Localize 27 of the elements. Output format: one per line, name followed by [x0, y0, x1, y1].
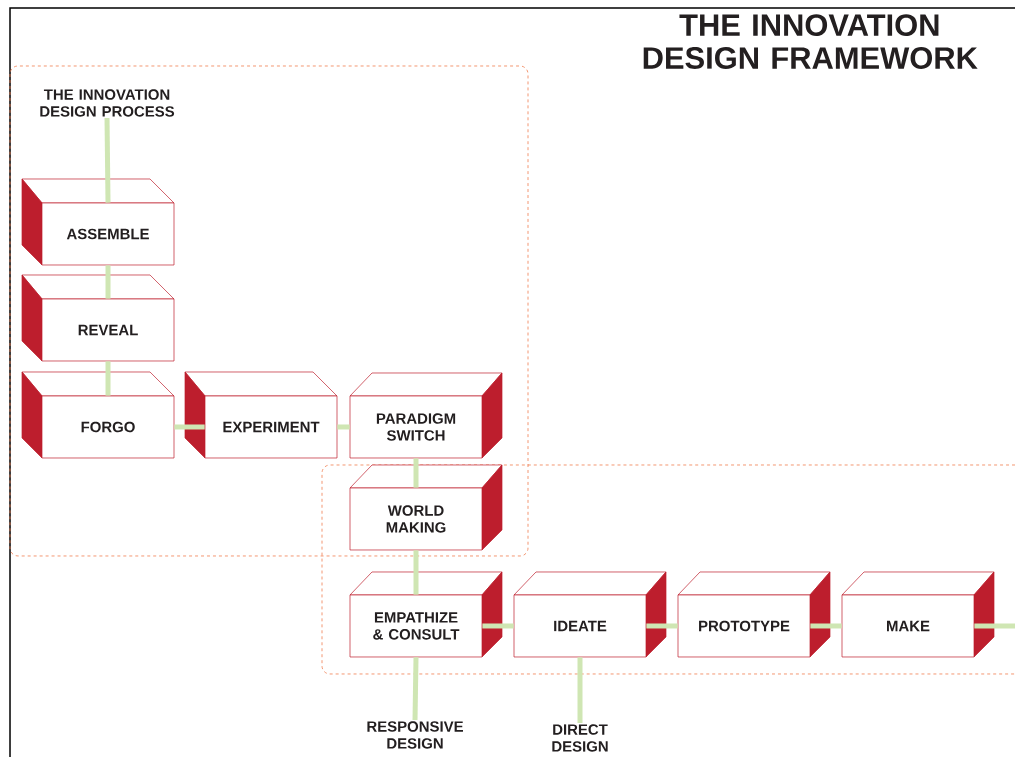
path-line [413, 550, 419, 595]
path-line [974, 623, 1015, 629]
cuboid-box: EXPERIMENT [184, 371, 338, 459]
cuboid-box: PARADIGM SWITCH [349, 372, 503, 459]
cuboid-box: FORGO [21, 371, 175, 459]
path-line [412, 657, 419, 721]
path-line [810, 623, 842, 629]
cuboid-box: IDEATE [513, 571, 667, 658]
path-line [104, 117, 111, 203]
path-line [577, 657, 583, 724]
cuboid-box: PROTOTYPE [677, 571, 831, 658]
cuboid-box: WORLD MAKING [349, 464, 503, 551]
cuboid-box: REVEAL [21, 274, 175, 362]
cuboid-box: MAKE [841, 571, 995, 658]
path-line [482, 623, 514, 629]
process-label: DIRECT DESIGN [552, 724, 608, 752]
cuboid-box: EMPATHIZE & CONSULT [349, 571, 503, 658]
path-line [646, 623, 678, 629]
path-line [105, 265, 111, 299]
path-line [413, 458, 419, 488]
process-label: RESPONSIVE DESIGN [367, 721, 463, 749]
title: THE INNOVATION DESIGN FRAMEWORK [643, 14, 978, 69]
path-line [105, 361, 111, 396]
cuboid-box: ASSEMBLE [21, 178, 175, 266]
process-label: THE INNOVATION DESIGN PROCESS [40, 89, 175, 117]
path-line [337, 424, 350, 430]
path-line [174, 424, 205, 430]
